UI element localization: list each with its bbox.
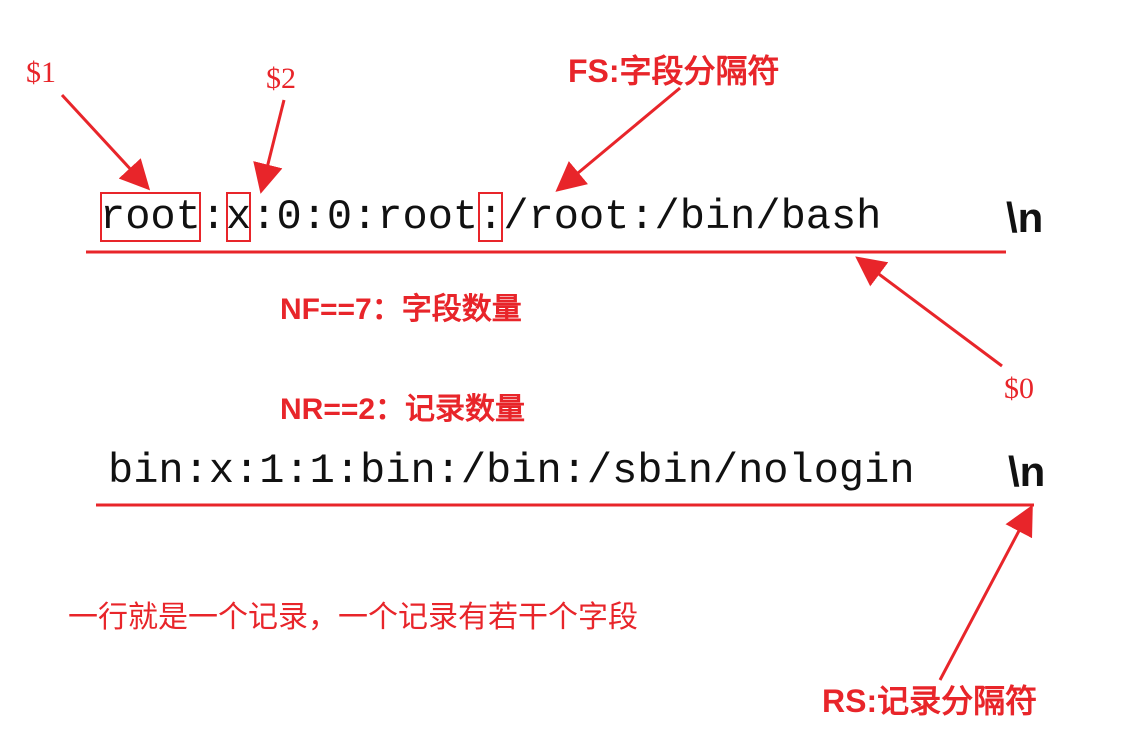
separator: : [200, 193, 227, 241]
record2-line: bin:x:1:1:bin:/bin:/sbin/nologin [108, 447, 915, 495]
record1-terminator: \n [1006, 194, 1044, 241]
field2-box: x [226, 192, 252, 242]
arrow-rs [938, 504, 1033, 681]
record1-rest: /root:/bin/bash [503, 193, 882, 241]
label-nf: NF==7：字段数量 [280, 293, 522, 326]
field1-box: root [100, 192, 201, 242]
fs-box: : [478, 192, 504, 242]
label-fs: FS:字段分隔符 [568, 53, 780, 89]
arrow-fs [555, 86, 681, 192]
label-rs: RS:记录分隔符 [822, 683, 1038, 719]
arrow-record0 [855, 256, 1003, 368]
summary-text: 一行就是一个记录，一个记录有若干个字段 [68, 601, 638, 634]
arrow-field1 [60, 93, 151, 191]
record2-terminator: \n [1008, 448, 1046, 495]
label-record0: $0 [1004, 372, 1034, 405]
record1-middle: :0:0:root [251, 193, 479, 241]
label-field2: $2 [266, 62, 296, 95]
record1-line: root:x:0:0:root:/root:/bin/bash [100, 192, 881, 242]
label-field1: $1 [26, 56, 56, 89]
arrow-field2 [253, 99, 286, 194]
label-nr: NR==2：记录数量 [280, 393, 526, 426]
